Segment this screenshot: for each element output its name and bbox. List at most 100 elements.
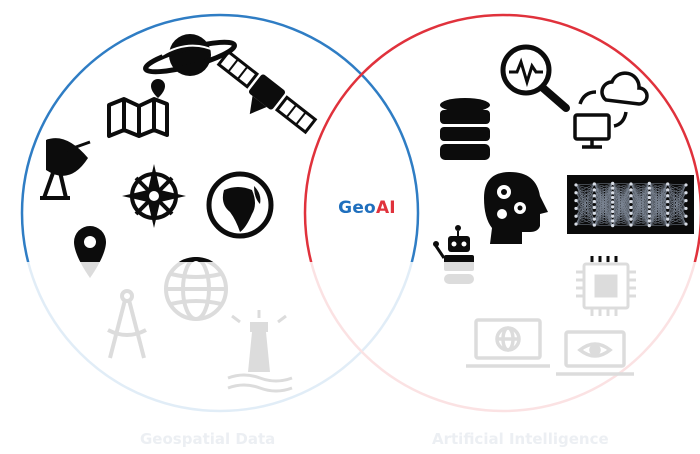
nn-edge <box>575 195 595 201</box>
nn-edge <box>667 200 687 226</box>
nn-edge <box>649 183 668 208</box>
nn-node <box>647 181 651 185</box>
magnifier-signal-icon <box>500 44 570 112</box>
nn-edge <box>630 211 650 226</box>
robot-icon <box>433 225 474 284</box>
nn-node <box>684 214 688 218</box>
nn-node <box>647 205 651 209</box>
nn-edge <box>612 195 632 208</box>
nn-edge <box>575 183 595 193</box>
nn-edge <box>667 184 687 220</box>
nn-edge <box>667 200 687 208</box>
nn-edge <box>630 187 650 226</box>
nn-node <box>592 217 596 221</box>
wireframe-globe-icon <box>164 257 228 321</box>
nn-node <box>666 211 670 215</box>
nn-edge <box>594 183 613 185</box>
nn-edge <box>575 213 595 225</box>
cloud-sync-icon <box>573 71 649 149</box>
nn-edge <box>667 192 687 220</box>
nn-edge <box>630 216 650 226</box>
nn-edge <box>612 213 632 226</box>
nn-edge <box>594 220 613 226</box>
nn-edge <box>649 189 668 212</box>
nn-edge <box>594 211 613 226</box>
nn-edge <box>612 224 632 226</box>
nn-node <box>666 194 670 198</box>
nn-node <box>647 186 651 190</box>
nn-node <box>684 206 688 211</box>
geoai-label-geo: Geo <box>338 198 376 218</box>
nn-edge <box>612 207 632 226</box>
nn-edge <box>575 208 595 214</box>
geoai-label: GeoAI <box>322 198 412 218</box>
nn-edge <box>575 223 595 226</box>
nn-edge <box>575 208 595 220</box>
nn-edge <box>649 183 668 203</box>
nn-edge <box>575 183 595 186</box>
nn-edge <box>667 184 687 191</box>
nn-edge <box>594 183 613 202</box>
nn-node <box>666 199 670 204</box>
nn-node <box>629 199 633 204</box>
nn-edge <box>575 201 595 209</box>
nn-edge <box>594 183 613 208</box>
nn-edge <box>612 201 632 217</box>
nn-edge <box>612 189 632 208</box>
nn-node <box>684 222 688 226</box>
nn-edge <box>630 183 650 202</box>
nn-edge <box>575 183 595 225</box>
nn-edge <box>649 183 668 222</box>
nn-edge <box>575 183 595 209</box>
nn-node <box>574 191 578 195</box>
nn-edge <box>667 200 687 214</box>
compass-rose-icon <box>122 164 186 228</box>
nn-edge <box>630 192 650 214</box>
nn-node <box>574 214 578 218</box>
nn-edge <box>630 192 650 220</box>
nn-node <box>592 188 596 192</box>
nn-edge <box>612 183 632 189</box>
map-icon <box>107 79 169 138</box>
nn-edge <box>575 216 595 220</box>
nn-edge <box>649 195 668 203</box>
nn-edge <box>612 189 632 226</box>
nn-node <box>647 195 651 200</box>
nn-edge <box>649 207 668 226</box>
nn-node <box>629 188 633 192</box>
nn-node <box>629 217 633 221</box>
nn-edge <box>594 192 613 220</box>
nn-edge <box>649 183 668 193</box>
nn-edge <box>630 220 650 226</box>
nn-edge <box>575 207 595 217</box>
nn-edge <box>575 189 595 201</box>
nn-node <box>647 200 651 204</box>
laptop-globe-icon <box>466 318 550 368</box>
nn-edge <box>594 197 613 214</box>
nn-edge <box>630 197 650 226</box>
nn-edge <box>649 218 668 226</box>
nn-edge <box>630 183 650 220</box>
nn-node <box>666 188 670 192</box>
nn-edge <box>630 183 650 208</box>
nn-edge <box>667 184 687 196</box>
artificial-intelligence-caption: Artificial Intelligence <box>432 430 609 448</box>
globe-icon <box>206 171 274 239</box>
nn-node <box>574 198 578 203</box>
nn-edge <box>649 189 668 203</box>
nn-edge <box>667 184 687 226</box>
nn-edge <box>667 208 687 214</box>
nn-edge <box>630 192 650 208</box>
nn-edge <box>612 218 632 226</box>
nn-edge <box>612 183 632 198</box>
nn-edge <box>594 192 613 214</box>
nn-edge <box>612 183 632 222</box>
lighthouse-icon <box>227 310 293 393</box>
nn-edge <box>594 216 613 226</box>
nn-edge <box>594 206 613 214</box>
nn-edge <box>612 183 632 212</box>
drafting-compass-icon <box>107 289 147 359</box>
nn-edge <box>667 184 687 208</box>
